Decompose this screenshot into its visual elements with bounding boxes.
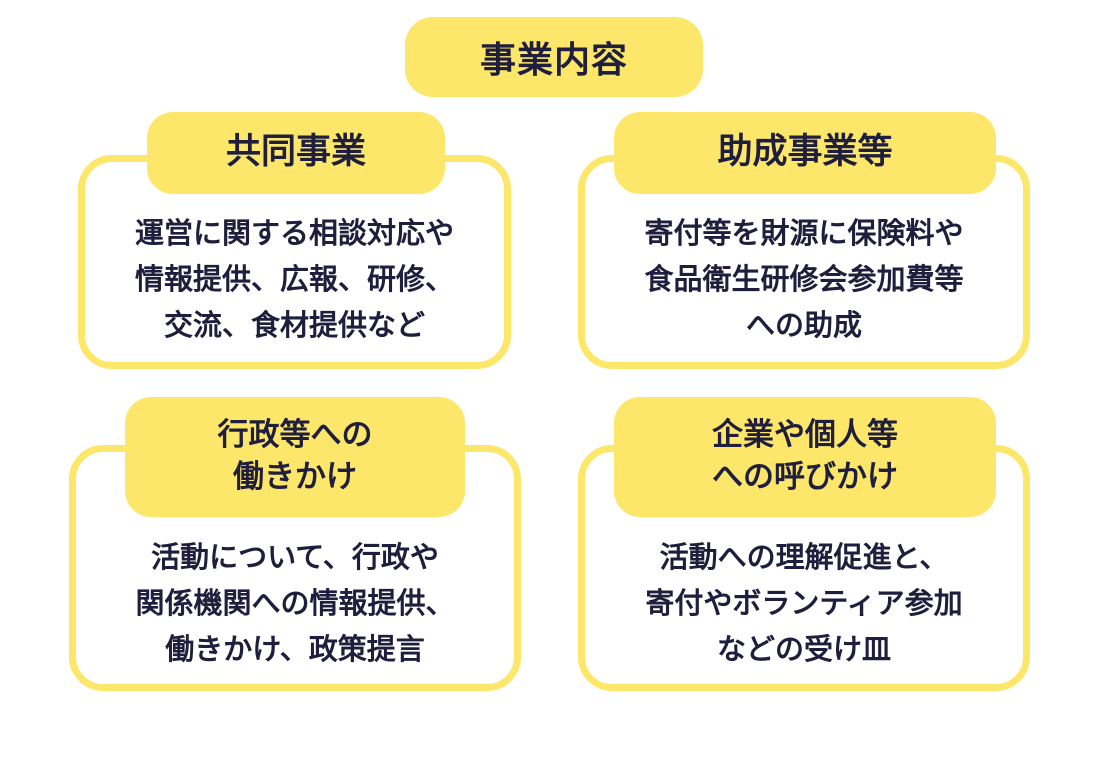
body-line: 交流、食材提供など bbox=[163, 308, 425, 342]
card-government-outreach-heading: 行政等への 働きかけ bbox=[125, 397, 465, 517]
card-joint-projects-heading: 共同事業 bbox=[147, 112, 445, 194]
body-line: 働きかけ、政策提言 bbox=[165, 632, 425, 666]
card-grant-projects-heading: 助成事業等 bbox=[614, 112, 996, 194]
heading-line: 行政等への bbox=[217, 417, 373, 454]
body-line: 情報提供、広報、研修、 bbox=[134, 262, 454, 296]
body-line: 食品衛生研修会参加費等 bbox=[644, 262, 964, 296]
heading-line: 企業や個人等 bbox=[712, 417, 898, 454]
body-line: 運営に関する相談対応や bbox=[134, 216, 454, 250]
card-public-appeal-heading: 企業や個人等 への呼びかけ bbox=[614, 397, 996, 517]
card-grant-projects-body: 寄付等を財源に保険料や 食品衛生研修会参加費等 への助成 bbox=[592, 203, 1016, 355]
body-line: 関係機関への情報提供、 bbox=[135, 586, 455, 620]
body-line: 活動について、行政や bbox=[151, 540, 439, 574]
card-public-appeal-body: 活動への理解促進と、 寄付やボランティア参加 などの受け皿 bbox=[592, 528, 1016, 678]
heading-line: 働きかけ bbox=[233, 459, 357, 495]
body-line: 寄付やボランティア参加 bbox=[645, 586, 963, 620]
card-government-outreach-body: 活動について、行政や 関係機関への情報提供、 働きかけ、政策提言 bbox=[83, 528, 507, 678]
body-line: などの受け皿 bbox=[716, 632, 891, 666]
heading-line: への呼びかけ bbox=[712, 459, 898, 495]
card-joint-projects-body: 運営に関する相談対応や 情報提供、広報、研修、 交流、食材提供など bbox=[92, 203, 497, 355]
body-line: 寄付等を財源に保険料や bbox=[644, 216, 964, 250]
body-line: 活動への理解促進と、 bbox=[659, 540, 949, 574]
page-title: 事業内容 bbox=[405, 17, 703, 97]
heading-line: 助成事業等 bbox=[717, 132, 893, 173]
heading-line: 共同事業 bbox=[225, 132, 366, 173]
body-line: への助成 bbox=[745, 308, 862, 342]
